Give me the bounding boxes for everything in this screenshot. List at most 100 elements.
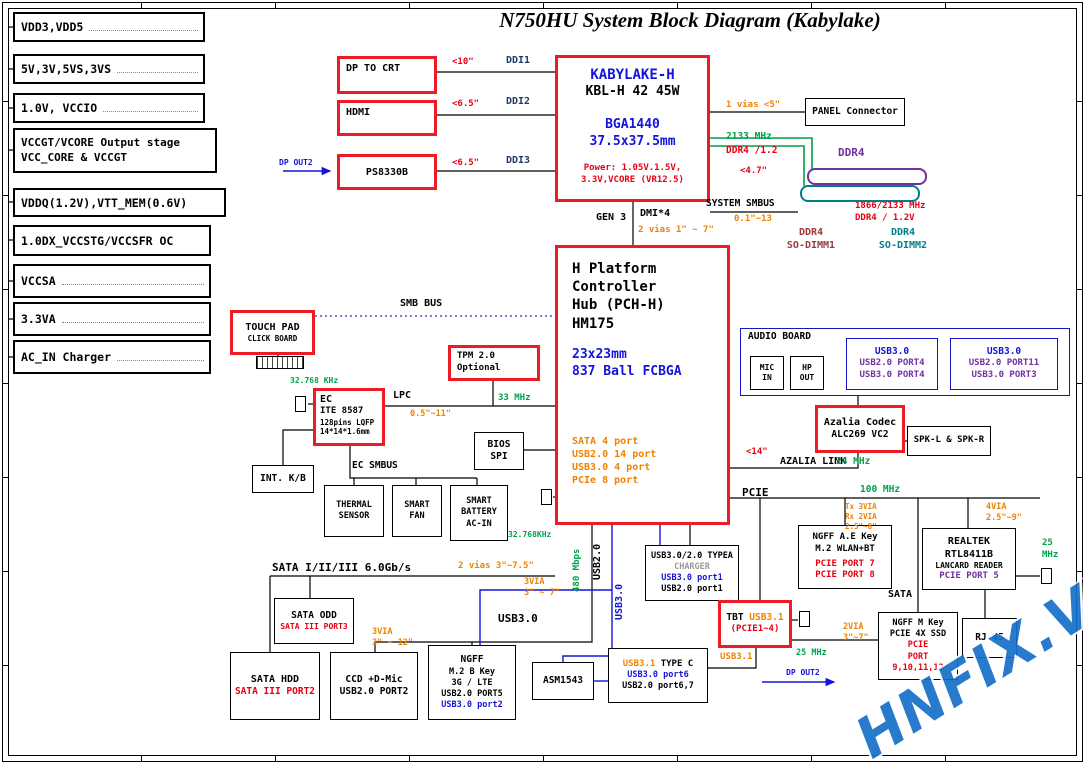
label-dp-out2-right: DP OUT2 bbox=[786, 668, 820, 677]
via3b-line1: 3VIA bbox=[372, 627, 393, 637]
audio-usb-board-outline bbox=[740, 328, 1070, 396]
label-ddi2: DDI2 bbox=[506, 96, 531, 107]
pch-name-line4: HM175 bbox=[572, 315, 615, 332]
typea-line1: USB3.0/2.0 TYPEA bbox=[651, 550, 733, 561]
label-ec-smbus: EC SMBUS bbox=[352, 460, 398, 471]
via2-line2: 3"~7" bbox=[843, 633, 869, 644]
dotted-leader bbox=[117, 71, 198, 73]
ngff-ae-line2: M.2 WLAN+BT bbox=[815, 543, 875, 554]
rail-vccio: 1.0V, VCCIO bbox=[13, 93, 205, 123]
pch-port-pcie: PCIe 8 port bbox=[572, 474, 639, 486]
rail-label: 3.3VA bbox=[21, 312, 56, 326]
ps8330b-block: PS8330B bbox=[337, 154, 437, 190]
realtek-line2: RTL8411B bbox=[944, 548, 994, 560]
rail-label: 1.0DX_VCCSTG/VCCSFR OC bbox=[21, 233, 174, 248]
mic-in-jack: MIC IN bbox=[750, 356, 784, 390]
tx-line3: 2.5"~8" bbox=[845, 521, 877, 531]
asm1543-block: ASM1543 bbox=[532, 662, 594, 700]
label-usb2-bus: USB2.0 bbox=[592, 543, 603, 580]
realtek-port5: PCIE PORT 5 bbox=[939, 571, 999, 582]
hp-label-line1: HP bbox=[802, 362, 812, 372]
mhz25-line1: 25 bbox=[1042, 538, 1053, 548]
ngff-b-usb3-port2: USB3.0 port2 bbox=[441, 699, 503, 710]
label-ddi1: DDI1 bbox=[506, 55, 531, 66]
ngff-m-line2: PCIE 4X SSD bbox=[889, 629, 947, 640]
rail-label: 5V,3V,5VS,3VS bbox=[21, 62, 112, 76]
ccd-label: CCD +D-Mic bbox=[345, 673, 403, 685]
sodimm2-line1: DDR4 bbox=[890, 227, 916, 238]
label-lpc-length: 0.5"~11" bbox=[410, 409, 451, 419]
label-len-6-5in-a: <6.5" bbox=[452, 99, 480, 109]
tbt-label: TBT bbox=[726, 611, 750, 623]
rail-label: AC_IN Charger bbox=[21, 350, 112, 364]
ngff-ae-line1: NGFF A.E Key bbox=[812, 532, 878, 543]
pch-port-sata: SATA 4 port bbox=[572, 435, 639, 447]
dotted-leader bbox=[89, 29, 198, 31]
label-tbt-crystal-freq: 25 MHz bbox=[796, 648, 827, 658]
tbt-pcie-lanes: (PCIE1~4) bbox=[730, 624, 780, 635]
label-lpc: LPC bbox=[393, 390, 412, 401]
usb-group1-line1: USB3.0 bbox=[874, 346, 910, 358]
block-label: HDMI bbox=[346, 107, 371, 118]
tbt-title: TBT USB3.1 bbox=[726, 612, 783, 624]
label-lpc-clock: 33 MHz bbox=[498, 393, 531, 403]
typec-title: USB3.1 TYPE C bbox=[623, 659, 693, 671]
rj45-block: RJ-45 bbox=[962, 618, 1017, 658]
pch-package-line1: 23x23mm bbox=[572, 346, 627, 362]
ccd-dmic-block: CCD +D-Mic USB2.0 PORT2 bbox=[330, 652, 418, 720]
cpu-power-line1: Power: 1.05V.1.5V, bbox=[583, 162, 682, 173]
typea-charger: CHARGER bbox=[674, 561, 710, 572]
via3b-line2: 3" ~ 12" bbox=[372, 638, 413, 649]
label-azalia-length: <14" bbox=[746, 447, 768, 457]
sata-odd-label: SATA ODD bbox=[291, 609, 337, 621]
label-pcie-clock: 100 MHz bbox=[860, 484, 901, 495]
hdmi-block: HDMI bbox=[337, 100, 437, 136]
cpu-power-line2: 3.3V,VCORE (VR12.5) bbox=[581, 174, 684, 185]
tbt-block: TBT USB3.1 (PCIE1~4) bbox=[718, 600, 792, 648]
via3a-line1: 3VIA bbox=[524, 577, 545, 587]
frame-ticks-bottom bbox=[8, 756, 1077, 762]
block-label-line1: SMART bbox=[466, 496, 492, 507]
codec-chip: ALC269 VC2 bbox=[831, 429, 889, 441]
usb-group2-line3: USB3.0 PORT3 bbox=[971, 370, 1037, 381]
usb-port-group1: USB3.0 USB2.0 PORT4 USB3.0 PORT4 bbox=[846, 338, 938, 390]
frame-ticks-right bbox=[1077, 8, 1083, 756]
block-label: SPK-L & SPK-R bbox=[913, 435, 985, 446]
sata-hdd-port: SATA III PORT2 bbox=[234, 686, 316, 698]
block-label-line2: SENSOR bbox=[338, 511, 370, 521]
frame-ticks-top bbox=[8, 2, 1077, 8]
ec-chip: ITE 8587 bbox=[320, 406, 364, 416]
usb-port-group2: USB3.0 USB2.0 PORT11 USB3.0 PORT3 bbox=[950, 338, 1058, 390]
label-usb3-bus: USB3.0 bbox=[498, 612, 538, 625]
ngff-b-usb2-port5: USB2.0 PORT5 bbox=[441, 688, 503, 699]
label-ec-crystal-freq: 32.768 KHz bbox=[290, 376, 339, 385]
block-label-line2: BATTERY bbox=[461, 507, 497, 518]
page-title: N750HU System Block Diagram (Kabylake) bbox=[499, 8, 881, 32]
label-mem-length: <4.7" bbox=[740, 166, 768, 176]
azalia-codec-block: Azalia Codec ALC269 VC2 bbox=[815, 405, 905, 453]
hp-out-jack: HP OUT bbox=[790, 356, 824, 390]
pch-block: H Platform Controller Hub (PCH-H) HM175 … bbox=[555, 245, 730, 525]
touchpad-label: TOUCH PAD bbox=[245, 322, 300, 334]
rail-label: VCCGT/VCORE Output stage bbox=[21, 136, 180, 150]
typec-label: TYPE C bbox=[655, 658, 694, 669]
sodimm2-connector bbox=[800, 185, 920, 202]
dp-to-crt-block: DP TO CRT bbox=[337, 56, 437, 94]
via2-line1: 2VIA bbox=[843, 622, 864, 632]
ec-size: 14*14*1.6mm bbox=[320, 427, 370, 437]
label-usb2-speed: 480 Mbps bbox=[572, 548, 582, 592]
speaker-block: SPK-L & SPK-R bbox=[907, 426, 991, 456]
block-label: RJ-45 bbox=[975, 631, 1004, 643]
cpu-package: BGA1440 bbox=[605, 117, 660, 133]
rail-3v3a: 3.3VA bbox=[13, 302, 211, 336]
ec-package: 128pins LQFP bbox=[320, 417, 375, 427]
block-label: PS8330B bbox=[365, 166, 409, 178]
sata-odd-block: SATA ODD SATA III PORT3 bbox=[274, 598, 354, 644]
internal-keyboard-block: INT. K/B bbox=[252, 465, 314, 493]
dotted-leader bbox=[61, 283, 204, 285]
